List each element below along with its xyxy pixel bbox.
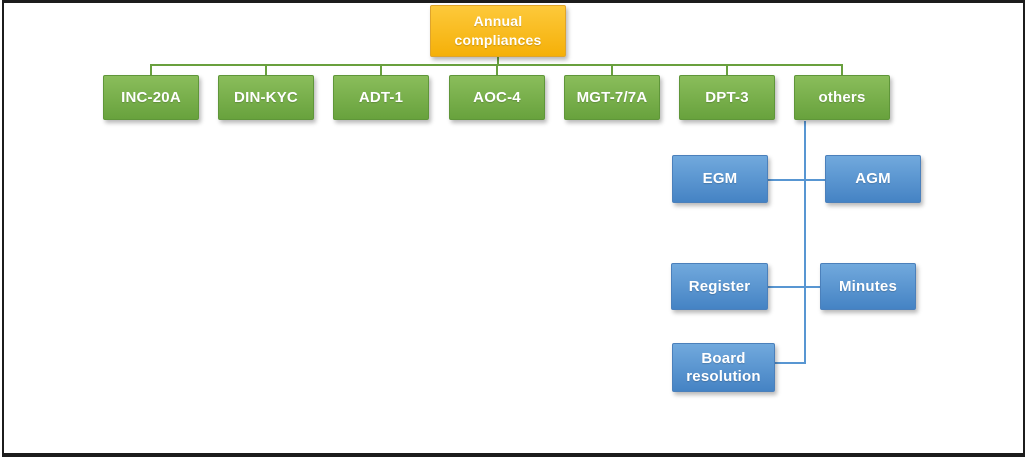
node-board-resolution: Board resolution <box>672 343 775 392</box>
node-label: ADT-1 <box>358 88 404 106</box>
connector-stub-aoc-4 <box>496 64 498 76</box>
node-label: Board resolution <box>686 349 761 385</box>
connector-stub-adt-1 <box>380 64 382 76</box>
connector-stub-din-kyc <box>265 64 267 76</box>
node-label: AGM <box>855 170 891 187</box>
connector-egm-agm <box>768 179 825 181</box>
node-label: Annual compliances <box>454 13 542 48</box>
node-label: Minutes <box>838 277 898 295</box>
node-aoc-4: AOC-4 <box>449 75 545 120</box>
node-label: AOC-4 <box>473 88 521 106</box>
connector-root-drop <box>497 57 499 66</box>
node-adt-1: ADT-1 <box>333 75 429 120</box>
node-annual-compliances: Annual compliances <box>430 5 566 57</box>
node-others: others <box>794 75 890 120</box>
node-minutes: Minutes <box>820 263 916 310</box>
node-register: Register <box>671 263 768 310</box>
node-egm: EGM <box>672 155 768 203</box>
connector-stub-mgt-7-7a <box>611 64 613 76</box>
node-inc-20a: INC-20A <box>103 75 199 120</box>
connector-stub-others <box>841 64 843 76</box>
node-agm: AGM <box>825 155 921 203</box>
node-label: DPT-3 <box>705 88 749 106</box>
node-mgt-7-7a: MGT-7/7A <box>564 75 660 120</box>
node-label: MGT-7/7A <box>576 88 648 106</box>
node-label: DIN-KYC <box>234 88 298 106</box>
connector-register-minutes <box>768 286 820 288</box>
node-label: INC-20A <box>121 88 181 106</box>
node-label: EGM <box>702 170 738 187</box>
connector-board-resolution <box>775 362 806 364</box>
connector-stub-inc-20a <box>150 64 152 76</box>
node-dpt-3: DPT-3 <box>679 75 775 120</box>
node-din-kyc: DIN-KYC <box>218 75 314 120</box>
node-label: Register <box>688 277 751 295</box>
node-label: others <box>818 88 866 106</box>
connector-others-trunk <box>804 121 806 364</box>
connector-stub-dpt-3 <box>726 64 728 76</box>
